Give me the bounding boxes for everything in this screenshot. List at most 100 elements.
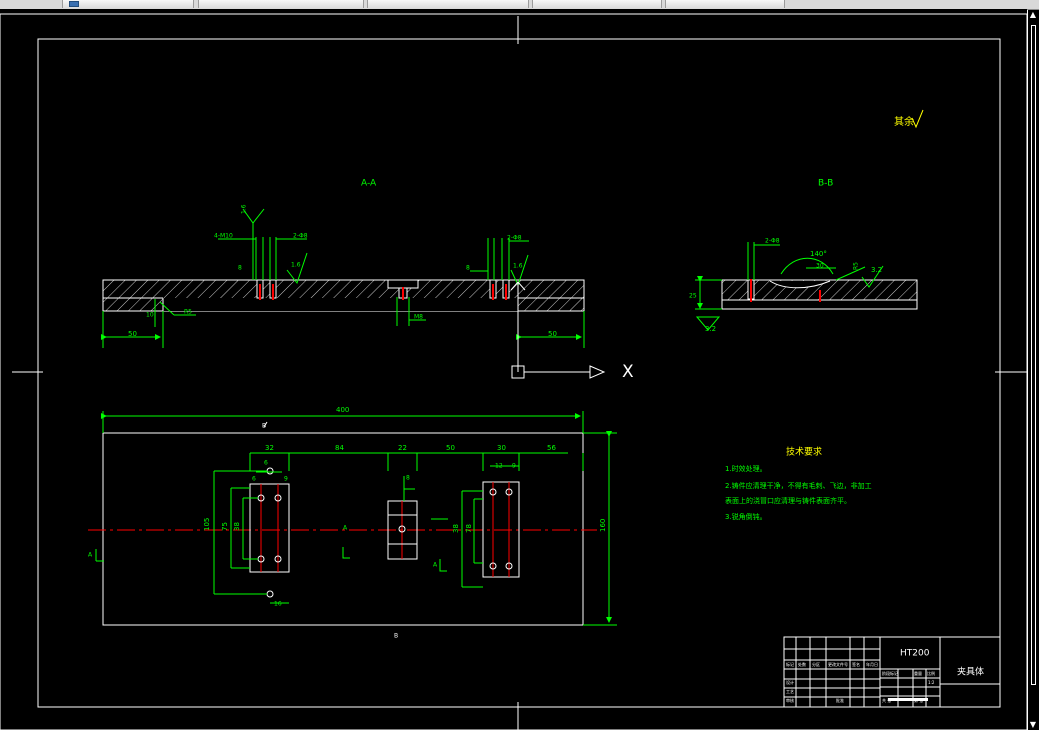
svg-text:1:2: 1:2 [928,680,935,685]
cad-drawing-canvas[interactable]: 其余 A-A B-B [0,9,1027,730]
axis-x-label: X [622,362,634,382]
section-bb-label: B-B [818,179,833,189]
plan-top-dimensions: 32 84 22 50 30 56 [265,444,556,452]
tech-title: 技术要求 [786,446,822,458]
scroll-up-icon[interactable]: ▲ [1029,10,1037,19]
svg-text:12: 12 [495,463,503,470]
technical-requirements: 技术要求 1.时效处理。 2.铸件应清理干净，不得有毛刺、飞边，非加工 表面上的… [725,446,872,522]
svg-text:50: 50 [446,444,455,452]
tab-fourth[interactable] [532,0,662,8]
svg-text:A: A [343,525,348,532]
svg-text:2-Φ8: 2-Φ8 [765,238,780,245]
svg-text:年月日: 年月日 [866,661,878,667]
svg-text:标记: 标记 [786,661,794,667]
scroll-thumb[interactable] [1031,25,1036,685]
drawing-frame [37,38,1001,708]
section-markers: A A A [88,518,448,572]
scroll-down-icon[interactable]: ▼ [1029,720,1037,729]
ucs-axis-icon: X [510,281,634,382]
svg-text:30: 30 [497,444,506,452]
svg-text:2-Φ8: 2-Φ8 [293,233,308,240]
plan-view: 400 160 B B 32 84 22 [88,406,617,640]
title-block: HT200 夹具体 标记 处数 分区 更改文件号 签名 年月日 设计 审核 工艺… [783,636,1001,708]
svg-text:R5: R5 [184,309,192,316]
svg-text:分区: 分区 [812,661,820,667]
svg-text:工艺: 工艺 [786,689,794,694]
material-label: HT200 [900,649,930,659]
svg-text:56: 56 [547,444,556,452]
tech-line-4: 3.锐角倒钝。 [725,512,767,521]
outer-frame [0,13,1027,730]
svg-text:30: 30 [816,263,824,270]
svg-text:50: 50 [128,330,137,338]
svg-text:50: 50 [548,330,557,338]
svg-text:84: 84 [335,444,344,452]
svg-text:8: 8 [406,475,410,482]
svg-text:400: 400 [336,406,349,414]
top-roughness-icon [911,109,924,129]
tech-line-1: 1.时效处理。 [725,464,767,473]
svg-text:1.6: 1.6 [513,263,523,270]
tab-third[interactable] [367,0,529,8]
svg-text:75: 75 [221,522,229,531]
svg-text:3.2: 3.2 [705,325,716,333]
plan-right-dimension-lines: 38 78 [452,490,483,588]
svg-text:更改文件号: 更改文件号 [828,661,848,667]
svg-text:9: 9 [284,476,288,483]
svg-text:8: 8 [466,265,470,272]
plan-small-dimensions: 6 9 6 16 8 12 9 [252,460,519,608]
svg-text:32: 32 [265,444,274,452]
top-note-text: 其余 [894,115,914,128]
svg-text:140°: 140° [810,250,827,258]
svg-text:78: 78 [465,524,473,533]
vertical-scrollbar[interactable]: ▲ ▼ [1027,10,1039,730]
plate-outline [102,432,584,626]
svg-text:R5: R5 [853,262,860,270]
section-aa-view: 50 50 10 R5 M8 4-M10 [101,204,585,348]
svg-text:批准: 批准 [836,697,844,703]
section-bb-view: 25 2-Φ8 140° 30 R5 3.2 3.2 [689,238,918,333]
svg-text:B: B [394,633,398,640]
svg-text:16: 16 [274,601,282,608]
svg-text:22: 22 [398,444,407,452]
plan-left-dimension-lines: 105 75 38 [203,470,267,595]
svg-text:处数: 处数 [798,661,806,667]
svg-text:M8: M8 [414,314,423,321]
svg-text:签名: 签名 [852,661,860,667]
left-pin-plate [249,483,290,573]
tab-first[interactable] [62,0,194,8]
tab-second[interactable] [198,0,364,8]
svg-text:9: 9 [512,463,516,470]
section-aa-label: A-A [361,179,377,189]
svg-text:阶段标记: 阶段标记 [882,670,898,676]
svg-text:3.2: 3.2 [871,266,882,274]
svg-text:1.6: 1.6 [291,262,301,269]
svg-text:A: A [433,562,438,569]
svg-text:38: 38 [452,524,460,533]
tab-fifth[interactable] [665,0,785,8]
frame-center-marks [12,16,1027,730]
svg-text:4-M10: 4-M10 [214,233,233,240]
svg-text:38: 38 [233,522,241,531]
svg-text:审核: 审核 [786,697,794,703]
svg-text:6: 6 [264,460,268,467]
svg-text:1.6: 1.6 [241,204,248,214]
drawing-svg[interactable]: 其余 A-A B-B [0,9,1027,730]
svg-text:8: 8 [238,265,242,272]
svg-text:共 张: 共 张 [882,697,891,703]
svg-text:设计: 设计 [786,679,794,685]
tech-line-2: 2.铸件应清理干净，不得有毛刺、飞边，非加工 [725,481,872,490]
svg-text:比例: 比例 [927,670,935,676]
svg-text:105: 105 [203,518,211,531]
svg-text:160: 160 [599,519,607,532]
top-roughness-note: 其余 [894,109,924,129]
svg-text:6: 6 [252,476,256,483]
svg-text:25: 25 [689,293,697,300]
svg-text:2-Φ8: 2-Φ8 [507,235,522,242]
svg-text:A: A [88,552,93,559]
svg-text:重量: 重量 [914,670,922,676]
part-name: 夹具体 [957,666,984,678]
document-icon [69,1,79,7]
tech-line-3: 表面上的浇冒口应清理与铸件表面齐平。 [725,496,851,505]
